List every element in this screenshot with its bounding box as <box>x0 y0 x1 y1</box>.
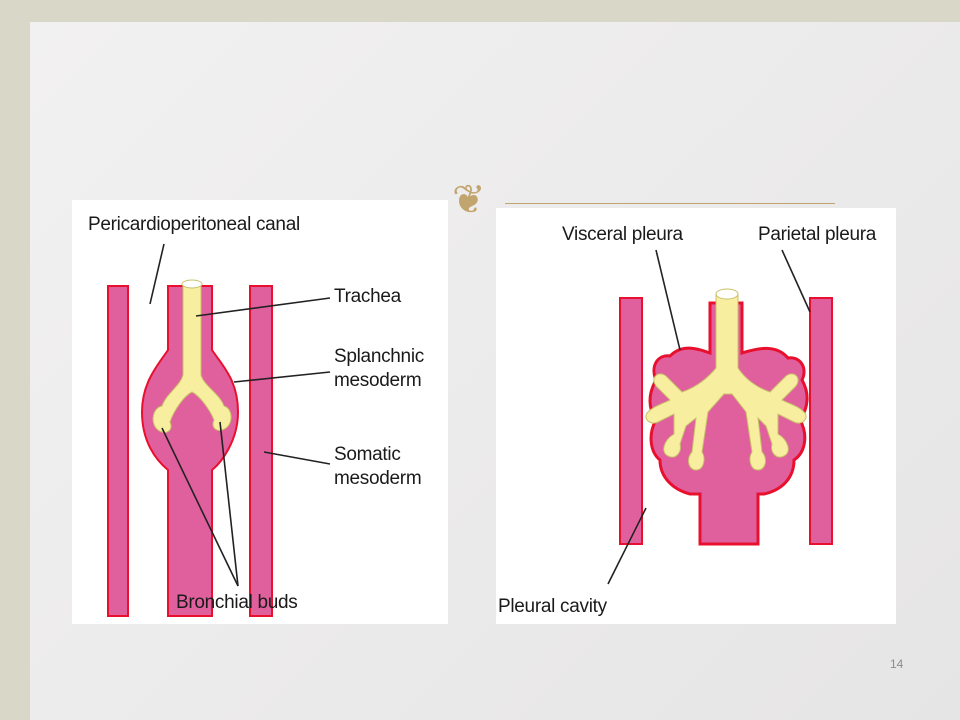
leader-splanchnic <box>233 371 331 383</box>
leader-trachea <box>195 297 331 317</box>
label-splanchnic-line1: Splanchnic <box>334 346 424 367</box>
right-trachea-lumen <box>715 288 739 300</box>
label-somatic-line2: mesoderm <box>334 468 422 489</box>
leader-bud-left <box>161 427 239 587</box>
leader-pericardioperitoneal <box>149 243 165 305</box>
right-body-wall <box>809 297 833 545</box>
label-visceral-pleura: Visceral pleura <box>562 224 683 245</box>
label-pleural-cavity: Pleural cavity <box>498 596 607 617</box>
title-rule <box>505 203 835 204</box>
splanchnic-mesoderm <box>140 285 240 617</box>
right-diagram-panel: Visceral pleura Parietal pleura Pleural … <box>496 208 896 624</box>
label-bronchial-buds: Bronchial buds <box>176 592 298 613</box>
label-somatic-line1: Somatic <box>334 444 401 465</box>
label-pericardioperitoneal-canal: Pericardioperitoneal canal <box>88 214 300 235</box>
leader-parietal-pleura <box>781 249 811 313</box>
pleura-illustration <box>607 249 833 585</box>
page-number: 14 <box>890 657 904 671</box>
leader-visceral-pleura <box>655 249 681 351</box>
trachea-lumen <box>181 279 203 289</box>
label-trachea: Trachea <box>334 286 401 307</box>
label-splanchnic-line2: mesoderm <box>334 370 422 391</box>
left-body-wall <box>619 297 643 545</box>
right-somatic-wall <box>249 285 273 617</box>
scroll-ornament-icon: ❦ <box>452 177 486 223</box>
label-parietal-pleura: Parietal pleura <box>758 224 877 245</box>
left-somatic-wall <box>107 285 129 617</box>
bronchial-bud-illustration <box>107 243 331 617</box>
lung-mesoderm <box>648 301 809 546</box>
left-diagram-panel: Pericardioperitoneal canal Trachea Splan… <box>72 200 448 624</box>
leader-somatic <box>263 451 331 465</box>
leader-pleural-cavity <box>607 507 647 585</box>
bronchial-tree <box>645 293 807 471</box>
trachea-endoderm <box>152 283 232 433</box>
leader-bud-right <box>219 421 239 587</box>
